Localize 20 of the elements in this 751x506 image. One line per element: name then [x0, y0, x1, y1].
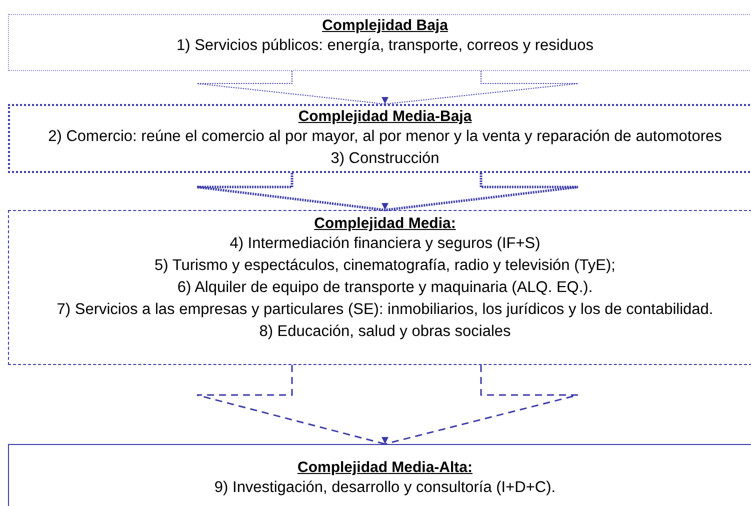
sector-item: 5) Turismo y espectáculos, cinematografía, radio y televisión (TyE);: [154, 256, 616, 276]
sector-item: 6) Alquiler de equipo de transporte y maquinaria (ALQ. EQ.).: [177, 278, 593, 298]
sector-item: 9) Investigación, desarrollo y consultoría (I+D+C).: [214, 478, 556, 498]
sector-item: 2) Comercio: reúne el comercio al por mayor, al por menor y la venta y reparación de automotores: [48, 127, 722, 147]
block-arrow: [196, 364, 579, 445]
level-heading: Complejidad Media-Alta:: [297, 459, 472, 477]
sector-item: 1) Servicios públicos: energía, transporte, correos y residuos: [176, 36, 594, 56]
level-box: [8, 104, 751, 173]
sector-item: 8) Educación, salud y obras sociales: [259, 322, 511, 342]
level-heading: Complejidad Media:: [314, 215, 456, 233]
level-heading: Complejidad Baja: [322, 17, 448, 35]
sector-item: 3) Construcción: [330, 149, 440, 169]
level-heading: Complejidad Media-Baja: [298, 108, 472, 126]
sector-item: 7) Servicios a las empresas y particulares (SE): inmobiliarios, los jurídicos y los de contabilidad.: [56, 300, 714, 320]
level-box: [8, 14, 751, 71]
block-arrow: [196, 172, 580, 212]
sector-item: 4) Intermediación financiera y seguros (IF+S): [230, 234, 540, 254]
level-box: [8, 210, 751, 365]
block-arrow: [196, 70, 578, 104]
level-box: [8, 444, 751, 506]
